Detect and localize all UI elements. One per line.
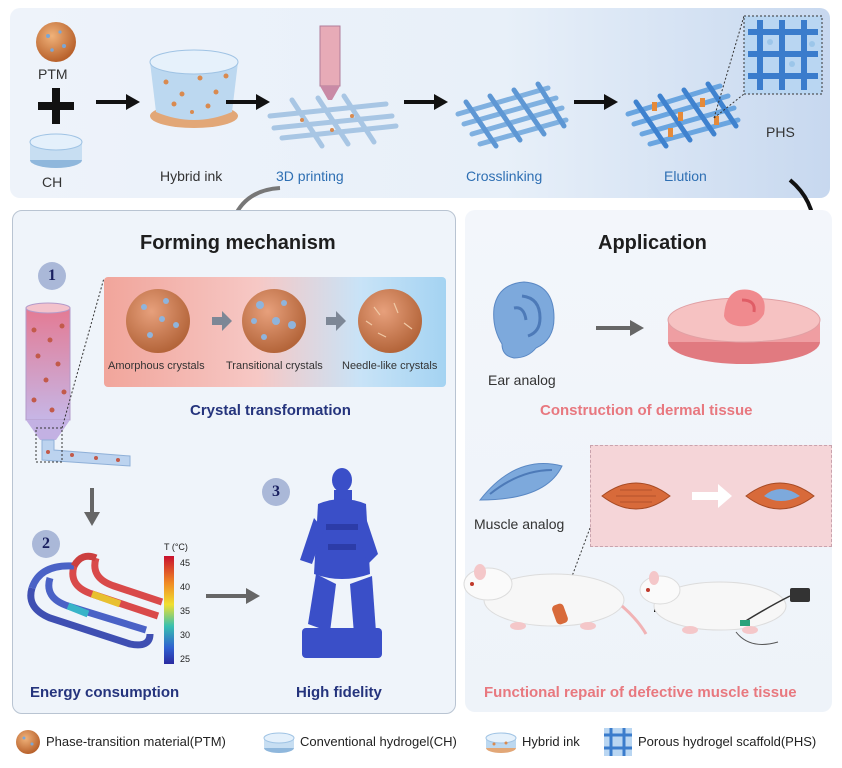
3d-printing-icon [267,25,399,149]
ch-hydrogel-icon [29,133,83,168]
phs-zoom-icon [713,15,823,119]
arrow-right-icon [574,94,618,110]
temperature-colorbar [164,556,174,664]
rat-right-icon [639,571,810,645]
arrow-right-icon [404,94,448,110]
legend-phs-label: Porous hydrogel scaffold(PHS) [638,734,817,749]
warrior-statue-icon [300,468,382,658]
crosslinking-label: Crosslinking [466,168,543,184]
arrow-right-icon [596,320,644,336]
colorbar-tick: 35 [180,606,191,616]
elution-scaffold-icon [625,81,741,149]
ear-label: Ear analog [488,372,556,388]
amorphous-label: Amorphous crystals [108,360,205,372]
ptm-label: PTM [38,66,68,82]
3d-printing-label: 3D printing [276,168,344,184]
ptm-particle-icon [36,22,76,62]
ear-analog-icon [493,281,555,359]
muscle-analog-icon [478,463,563,501]
step-3-badge: 3 [262,478,290,506]
ch-label: CH [42,174,63,190]
colorbar-title: T (°C) [164,542,188,552]
application-title: Application [598,232,707,254]
arrow-down-icon [84,488,100,526]
plus-icon [38,88,74,124]
hybrid-ink-icon [149,49,239,128]
legend-ink-icon [485,732,517,753]
phs-label: PHS [766,124,795,140]
transitional-label: Transitional crystals [226,360,323,372]
legend-ptm-label: Phase-transition material(PTM) [46,734,226,749]
legend-ptm-icon [16,730,40,754]
legend-ink-label: Hybrid ink [522,734,580,749]
repair-label: Functional repair of defective muscle ti… [484,684,797,701]
step-1-badge: 1 [38,262,66,290]
crosslinking-scaffold-icon [455,81,569,149]
step-2-badge: 2 [32,530,60,558]
arrow-right-icon [96,94,140,110]
fidelity-label: High fidelity [296,684,382,701]
crystal-transformation-label: Crystal transformation [190,402,351,419]
crystal-sequence-icon [126,289,422,353]
colorbar-tick: 30 [180,630,191,640]
rat-left-icon [463,564,648,635]
elution-label: Elution [664,168,707,184]
syringe-icon [25,277,131,467]
arrow-right-icon [226,94,270,110]
heat-exchanger-icon [27,552,164,649]
petri-dish-icon [667,289,821,364]
colorbar-tick: 25 [180,654,191,664]
energy-label: Energy consumption [30,684,180,701]
needle-label: Needle-like crystals [342,360,438,372]
forming-title: Forming mechanism [140,232,336,254]
arrow-right-icon [206,588,260,604]
colorbar-tick: 40 [180,582,191,592]
muscle-label: Muscle analog [474,516,565,532]
legend-ch-label: Conventional hydrogel(CH) [300,734,457,749]
dermal-label: Construction of dermal tissue [540,402,753,419]
colorbar-tick: 45 [180,558,191,568]
muscle-repair-icon [601,482,815,510]
hybrid-ink-label: Hybrid ink [160,168,223,184]
legend-phs-icon [604,728,632,756]
legend-ch-icon [263,732,295,753]
